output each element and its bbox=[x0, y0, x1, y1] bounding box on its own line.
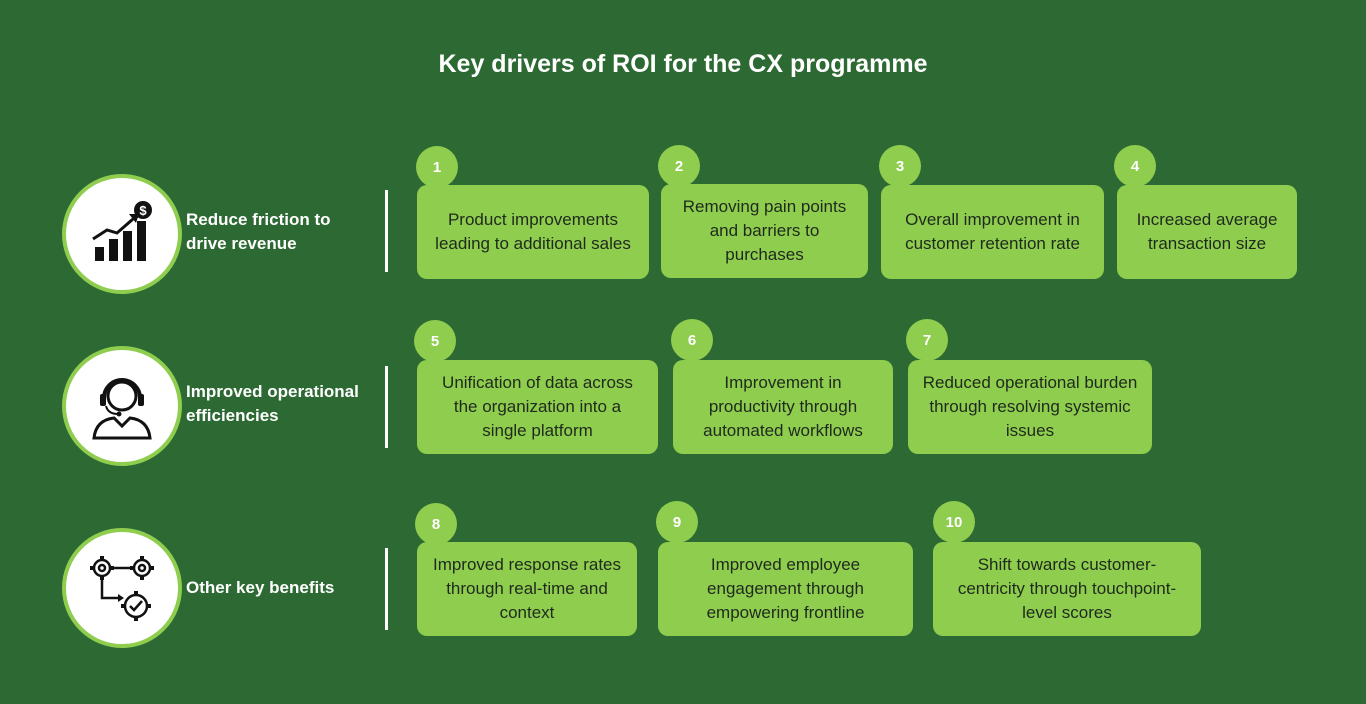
row-2-divider bbox=[385, 366, 388, 448]
driver-number-3: 3 bbox=[879, 145, 921, 187]
driver-box-3: Overall improvement in customer retentio… bbox=[881, 185, 1104, 279]
gears-check-icon bbox=[90, 556, 154, 621]
row-3-label: Other key benefits bbox=[186, 578, 335, 597]
row-2-icon-circle bbox=[62, 346, 182, 466]
row-1-divider bbox=[385, 190, 388, 272]
driver-box-5: Unification of data across the organizat… bbox=[417, 360, 658, 454]
row-3-icon-circle bbox=[62, 528, 182, 648]
driver-box-2: Removing pain points and barriers to pur… bbox=[661, 184, 868, 278]
driver-number-4: 4 bbox=[1114, 145, 1156, 187]
headset-agent-icon bbox=[92, 378, 152, 440]
driver-box-10: Shift towards customer-centricity throug… bbox=[933, 542, 1201, 636]
driver-box-9: Improved employee engagement through emp… bbox=[658, 542, 913, 636]
driver-number-1: 1 bbox=[416, 146, 458, 188]
driver-box-8: Improved response rates through real-tim… bbox=[417, 542, 637, 636]
driver-box-7: Reduced operational burden through resol… bbox=[908, 360, 1152, 454]
row-2-label: Improved operational efficiencies bbox=[186, 382, 359, 425]
page-title: Key drivers of ROI for the CX programme bbox=[438, 50, 928, 78]
driver-number-7: 7 bbox=[906, 319, 948, 361]
row-3-divider bbox=[385, 548, 388, 630]
driver-number-10: 10 bbox=[933, 501, 975, 543]
driver-box-4: Increased average transaction size bbox=[1117, 185, 1297, 279]
svg-text:$: $ bbox=[139, 203, 147, 218]
driver-number-8: 8 bbox=[415, 503, 457, 545]
row-1-icon-circle: $ bbox=[62, 174, 182, 294]
driver-number-5: 5 bbox=[414, 320, 456, 362]
driver-box-6: Improvement in productivity through auto… bbox=[673, 360, 893, 454]
growth-chart-dollar-icon: $ bbox=[92, 201, 152, 261]
row-1-label: Reduce friction to drive revenue bbox=[186, 210, 331, 253]
driver-number-2: 2 bbox=[658, 145, 700, 187]
driver-box-1: Product improvements leading to addition… bbox=[417, 185, 649, 279]
driver-number-9: 9 bbox=[656, 501, 698, 543]
driver-number-6: 6 bbox=[671, 319, 713, 361]
